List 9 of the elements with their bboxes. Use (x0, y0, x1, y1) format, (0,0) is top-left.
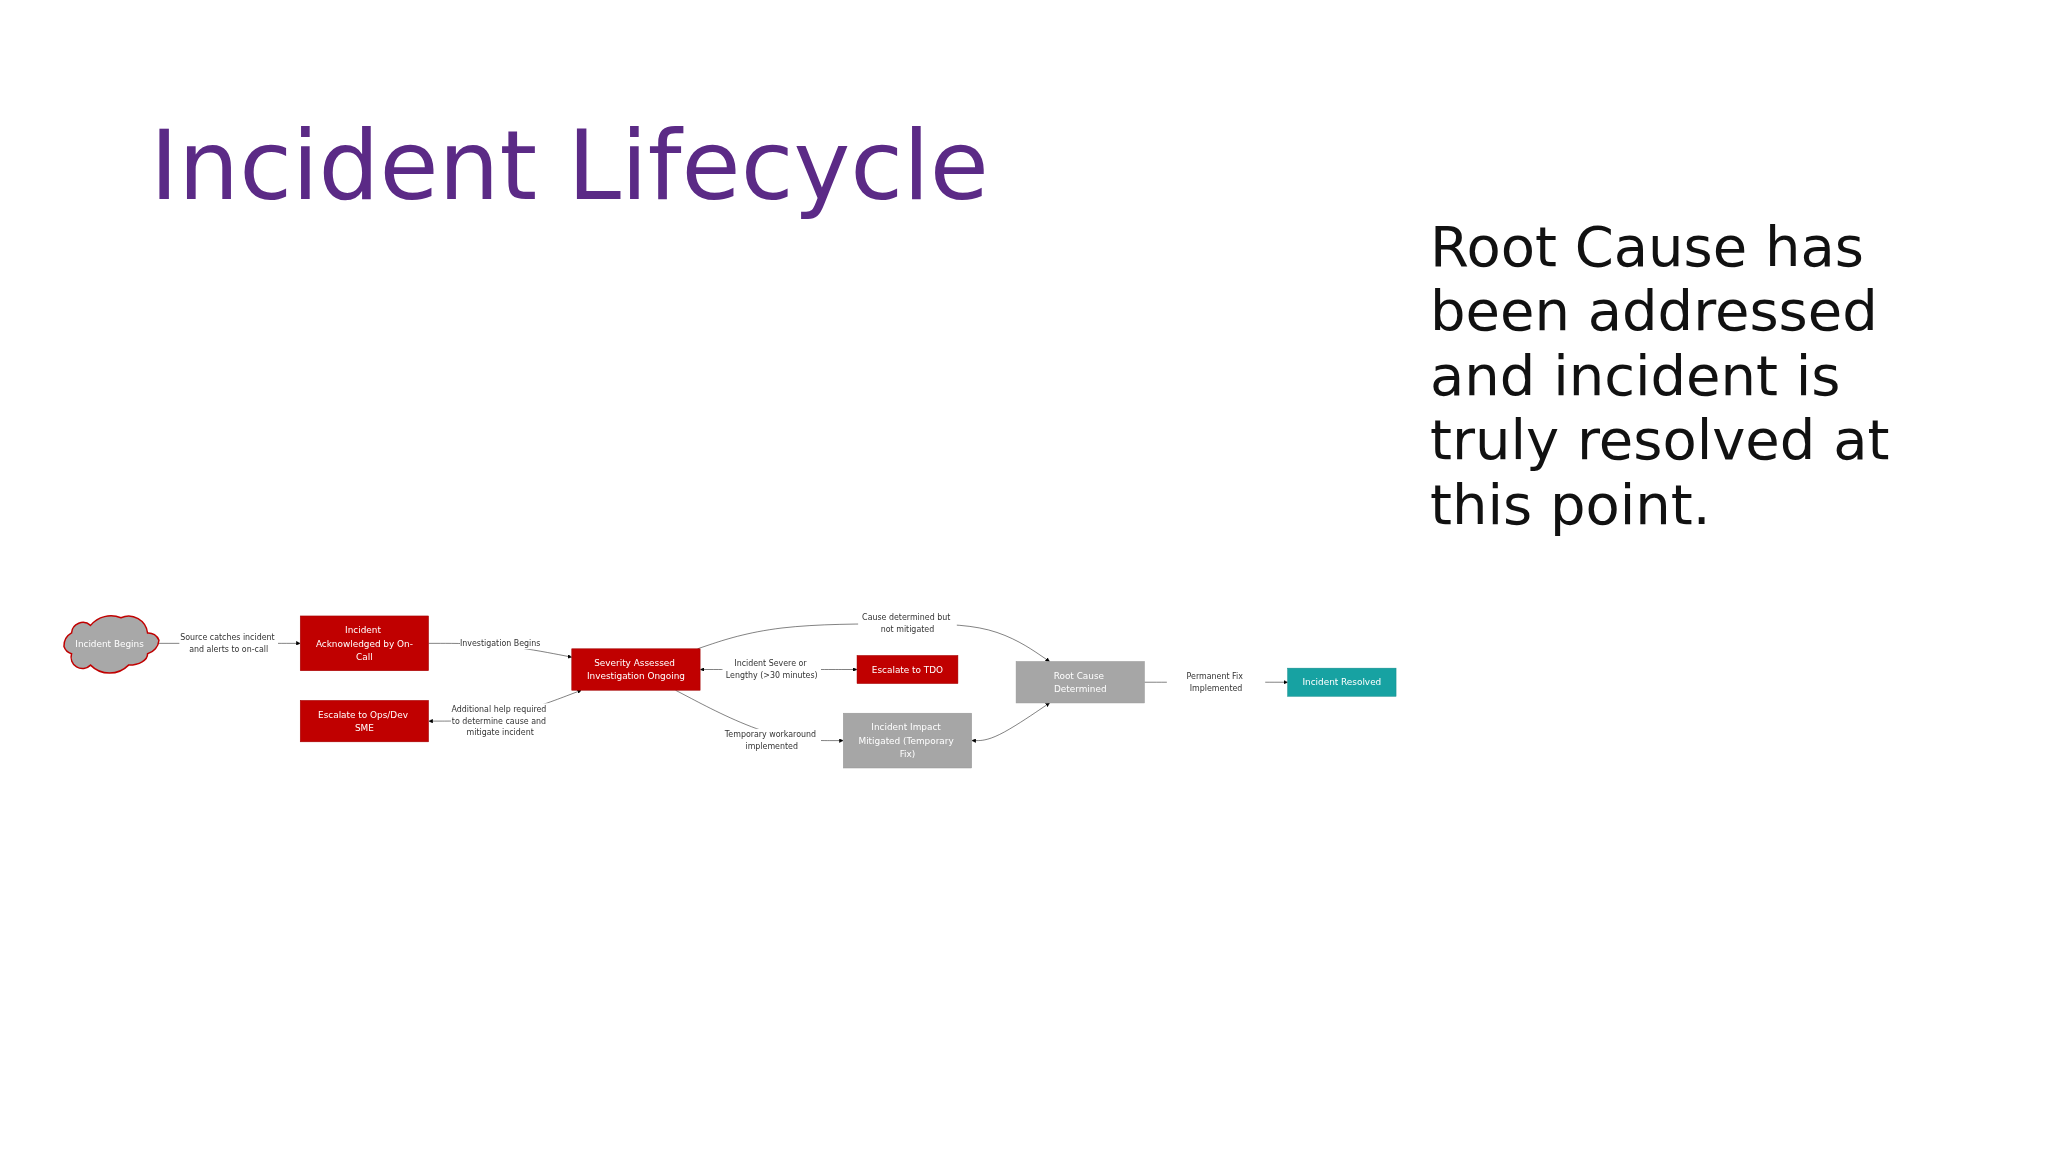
node-box: Root Cause Determined (1015, 661, 1145, 704)
node-box: Severity Assessed Investigation Ongoing (571, 648, 701, 691)
diagram-title: Incident Lifecycle (150, 110, 989, 222)
note-text: Root Cause has been addressed and incident is truly resolved at this point. (1430, 215, 1891, 537)
node-box: Incident Acknowledged by On-Call (300, 615, 429, 671)
node-box: Incident Resolved (1287, 667, 1397, 697)
node-box: Escalate to TDO (856, 655, 959, 684)
node-box: Escalate to Ops/Dev SME (300, 700, 429, 743)
node-box: Incident Impact Mitigated (Temporary Fix) (843, 712, 972, 769)
